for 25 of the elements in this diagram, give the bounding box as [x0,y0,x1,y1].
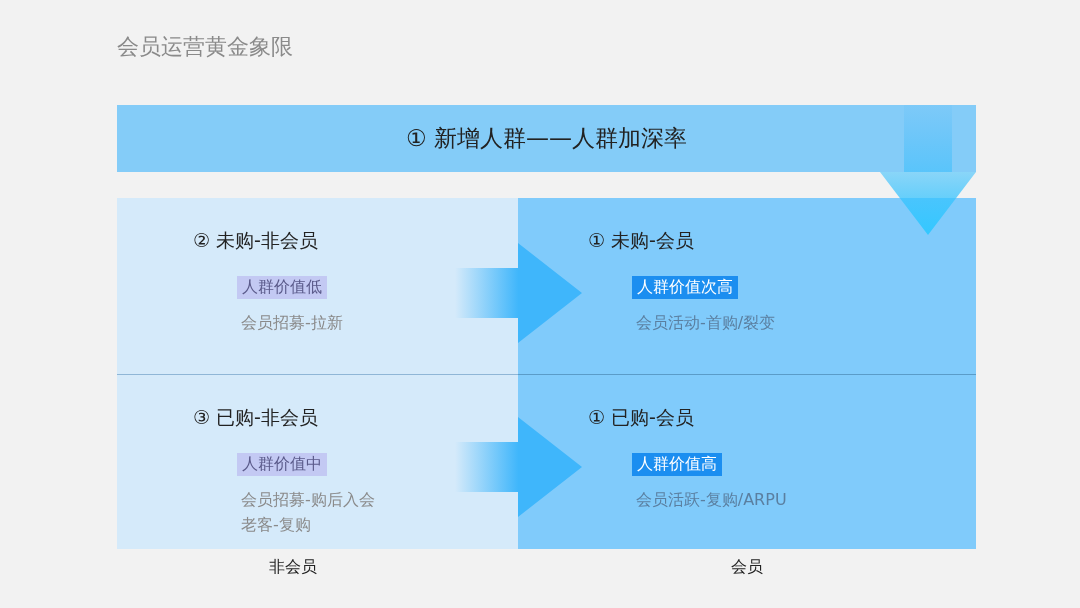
page-title: 会员运营黄金象限 [117,33,293,61]
quadrant-panel [518,198,976,374]
header-band [117,105,976,172]
quadrant-panel [117,374,518,549]
value-tag: 人群价值次高 [632,276,738,299]
band-heading: ① 新增人群——人群加深率 [405,124,688,153]
value-tag: 人群价值低 [237,276,327,299]
strategy-text: 会员活跃-复购/ARPU [636,490,787,511]
quadrant-heading: ① 已购-会员 [588,405,694,430]
quadrant-panel [518,374,976,549]
strategy-text: 会员招募-拉新 [241,313,343,334]
axis-label: 会员 [730,557,764,578]
axis-label: 非会员 [268,557,318,578]
value-tag: 人群价值中 [237,453,327,476]
quadrant-heading: ① 未购-会员 [588,228,694,253]
quadrant-heading: ② 未购-非会员 [193,228,318,253]
quadrant-heading: ③ 已购-非会员 [193,405,318,430]
strategy-text: 会员招募-购后入会 [241,490,375,511]
strategy-text: 会员活动-首购/裂变 [636,313,776,334]
arrow [880,105,976,235]
strategy-text: 老客-复购 [241,515,311,536]
quadrant-panel [117,198,518,374]
value-tag: 人群价值高 [632,453,722,476]
arrow [455,417,582,517]
arrow [455,243,582,343]
